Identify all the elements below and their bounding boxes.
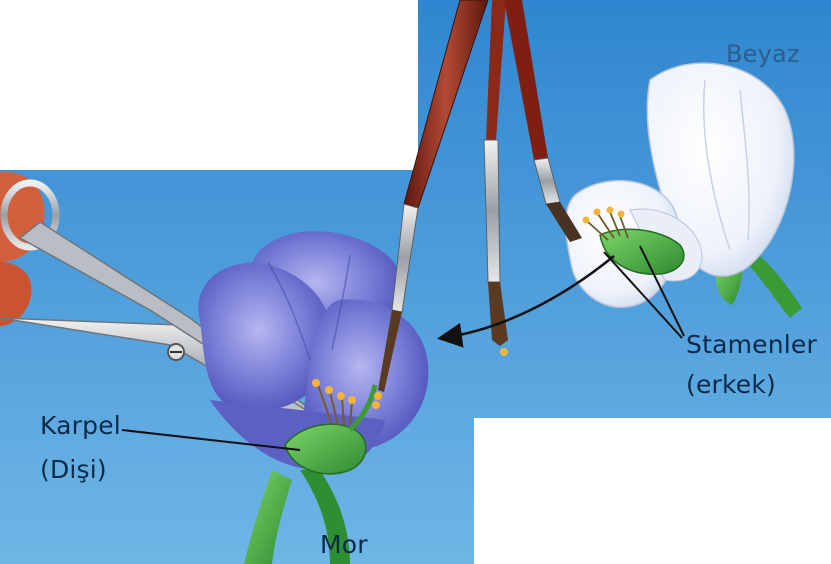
label-white-flower: Beyaz [726,42,800,66]
label-carpel-female: (Dişi) [40,457,107,482]
label-carpel: Karpel [40,413,121,438]
label-stamens: Stamenler [686,332,817,357]
label-stamens-male: (erkek) [686,372,776,397]
label-purple-flower: Mor [320,532,368,557]
